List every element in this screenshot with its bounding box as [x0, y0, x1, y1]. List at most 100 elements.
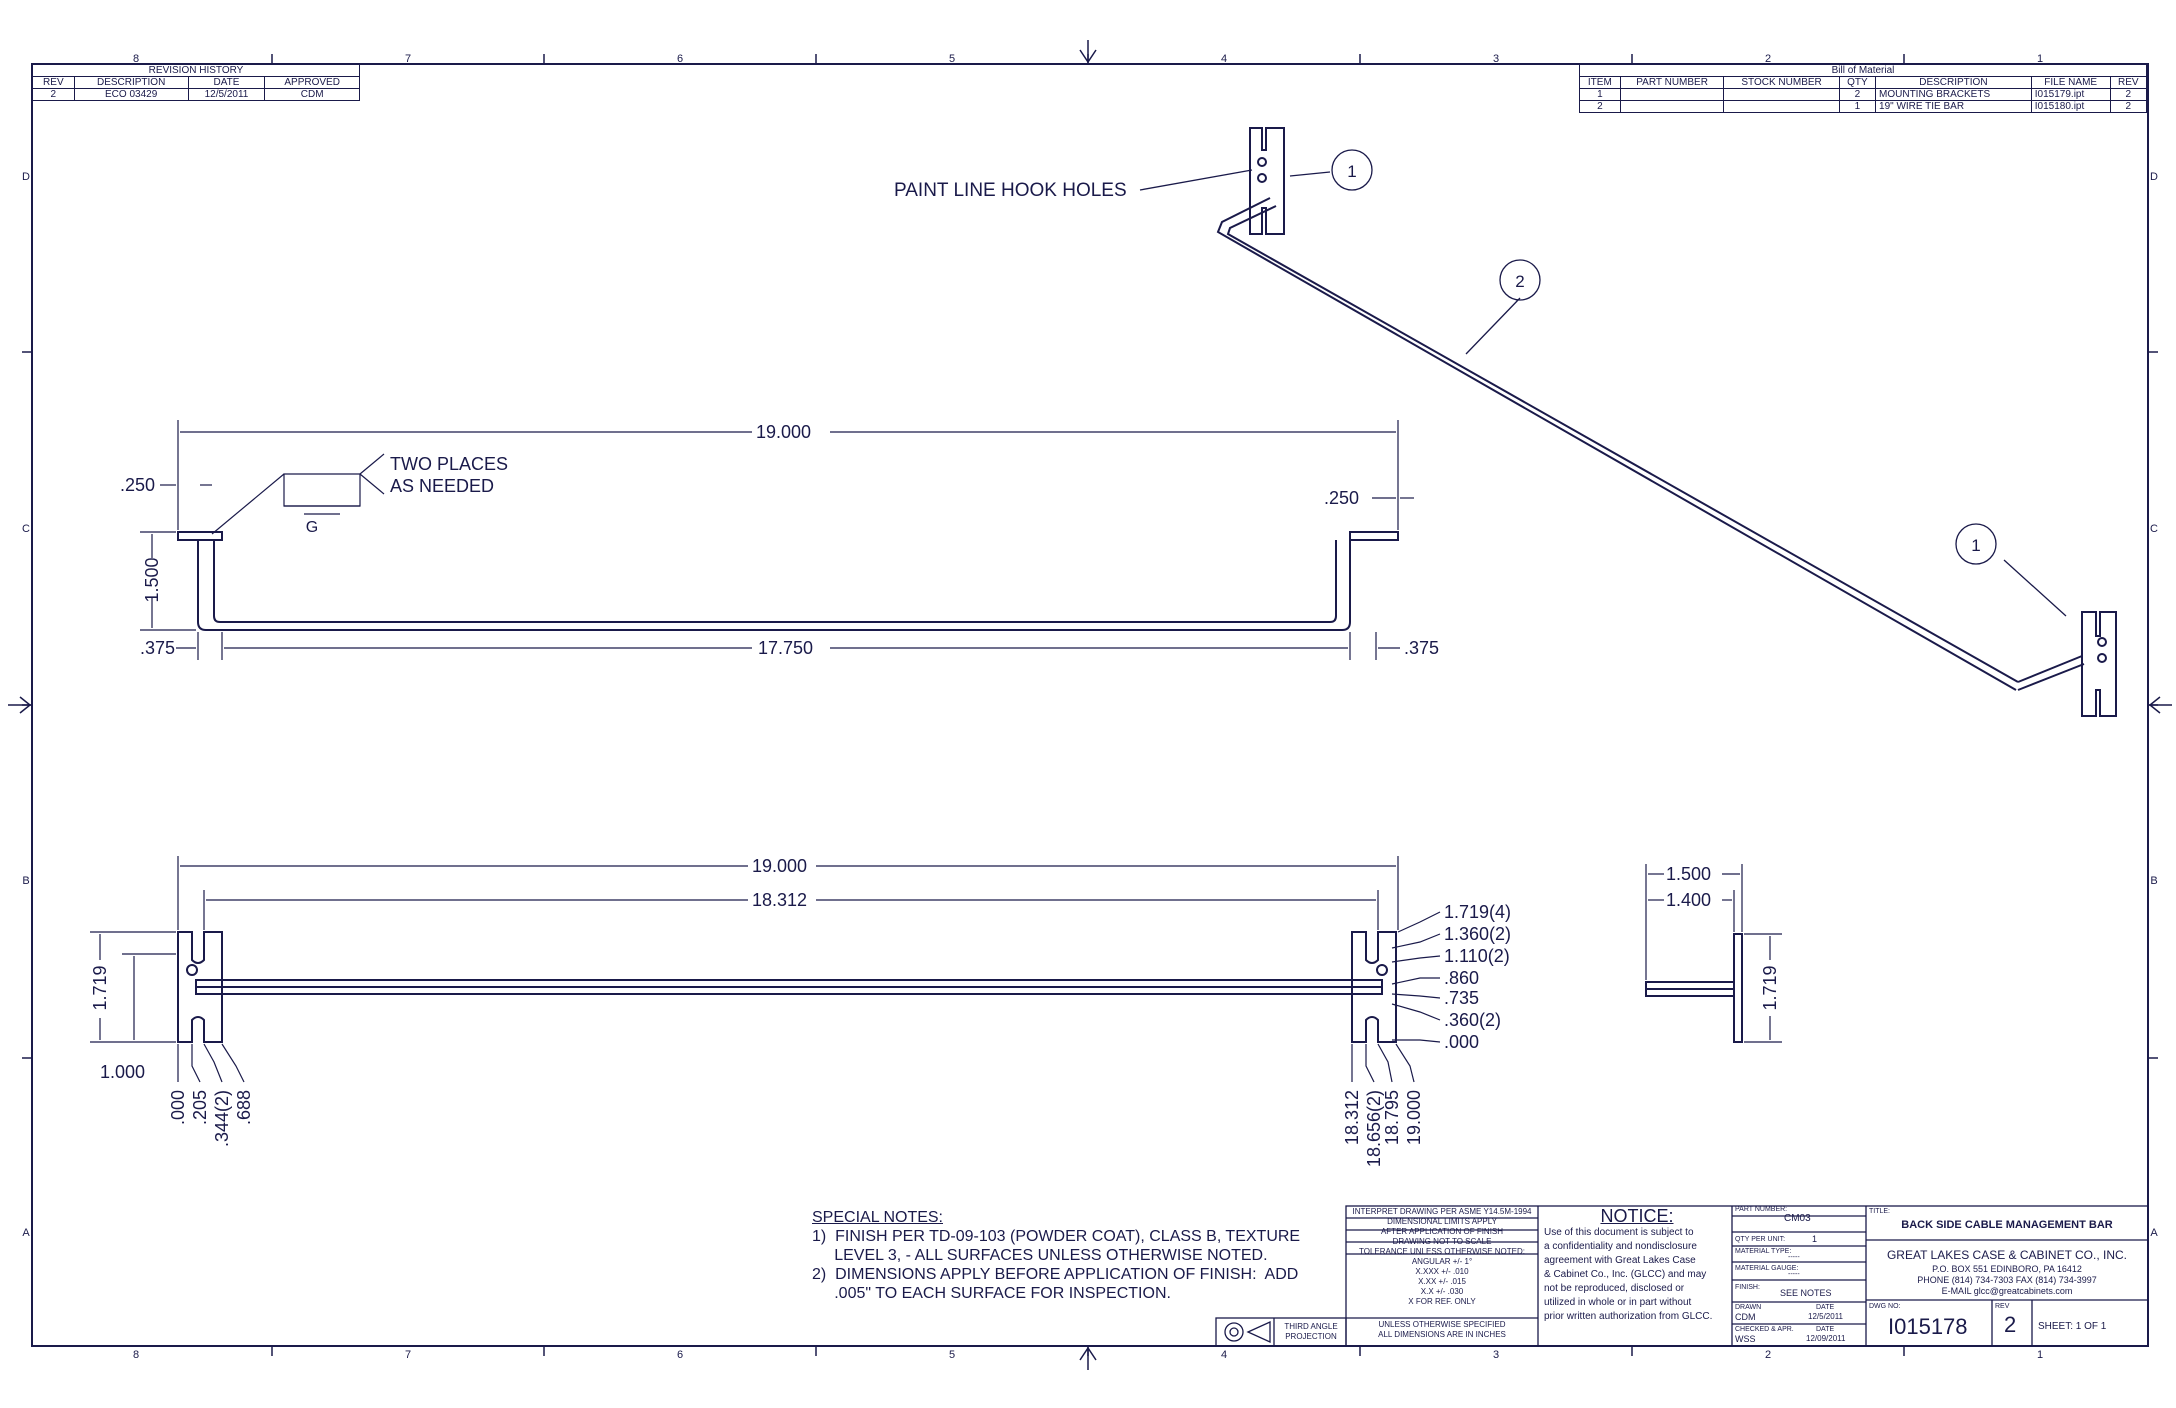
zone-col-1-bottom: 1 — [2037, 1349, 2043, 1361]
top-bottom-right-0: 18.312 — [1342, 1090, 1362, 1145]
top-right-dim-6: .000 — [1444, 1032, 1479, 1052]
top-inner-dim: 18.312 — [752, 890, 807, 910]
zone-row-c: C — [22, 523, 30, 535]
special-note-line: .005" TO EACH SURFACE FOR INSPECTION. — [812, 1285, 1171, 1302]
top-right-dim-0: 1.719(4) — [1444, 902, 1511, 922]
bom-cell: I015179.ipt — [2030, 88, 2111, 101]
tb-tolerance-3: X.XX +/- .015 — [1418, 1277, 1466, 1286]
tb-tolerance-2: X.XXX +/- .010 — [1415, 1267, 1469, 1276]
tb-not-to-scale: DRAWING NOT TO SCALE — [1392, 1237, 1492, 1246]
drawing-rev: 2 — [2004, 1312, 2017, 1337]
side-view-dimensions — [1645, 864, 1782, 1043]
checked-date-label: DATE — [1816, 1326, 1835, 1333]
top-bottom-right-1: 18.656(2) — [1364, 1090, 1384, 1167]
material-gauge-label: MATERIAL GAUGE: — [1735, 1265, 1799, 1272]
tb-units-1: UNLESS OTHERWISE SPECIFIED — [1378, 1320, 1506, 1329]
projection-block: THIRD ANGLE PROJECTION — [1276, 1322, 1346, 1342]
zone-col-3: 3 — [1493, 53, 1499, 65]
zone-col-3-bottom: 3 — [1493, 1349, 1499, 1361]
checked-label: CHECKED & APR. — [1735, 1326, 1794, 1333]
zone-col-5: 5 — [949, 53, 955, 65]
notice-line: agreement with Great Lakes Case — [1544, 1255, 1696, 1266]
zone-row-a-right: A — [2150, 1227, 2158, 1239]
notice-block: NOTICE: Use of this document is subject … — [1544, 1206, 1730, 1324]
material-type-value: ----- — [1788, 1254, 1800, 1261]
drawn-label: DRAWN — [1735, 1304, 1762, 1311]
iso-bracket-top — [1249, 127, 1285, 235]
bom-cell — [1619, 100, 1725, 113]
top-view-labels: 19.000 18.312 1.719 1.000 .000 .205 .344… — [90, 856, 1511, 1167]
revision-history-table: REVISION HISTORY REV DESCRIPTION DATE AP… — [32, 64, 360, 101]
notice-line: prior written authorization from GLCC. — [1544, 1311, 1713, 1322]
tb-tolerance-5: X FOR REF. ONLY — [1408, 1297, 1476, 1306]
bom-col-rev: REV — [2109, 76, 2148, 89]
front-flange-left-dim: .250 — [120, 475, 155, 495]
zone-row-d: D — [22, 171, 30, 183]
zone-row-c-right: C — [2150, 523, 2158, 535]
revision-history-title: REVISION HISTORY — [32, 64, 360, 77]
rev-cell: CDM — [264, 88, 360, 101]
notice-line: & Cabinet Co., Inc. (GLCC) and may — [1544, 1269, 1707, 1280]
balloon-1-top: 1 — [1347, 162, 1356, 181]
two-places-line-2: AS NEEDED — [390, 476, 494, 496]
top-right-dim-3: .860 — [1444, 968, 1479, 988]
part-number-label: PART NUMBER: — [1735, 1206, 1788, 1213]
zone-row-d-right: D — [2150, 171, 2158, 183]
notice-heading: NOTICE: — [1600, 1206, 1674, 1226]
drawing-title: BACK SIDE CABLE MANAGEMENT BAR — [1901, 1219, 2113, 1231]
notice-line: not be reproduced, disclosed or — [1544, 1283, 1685, 1294]
front-flange-right-dim: .250 — [1324, 488, 1359, 508]
top-bottom-left-1: .205 — [190, 1090, 210, 1125]
balloon-2: 2 — [1515, 272, 1524, 291]
bom-col-part-number: PART NUMBER — [1619, 76, 1725, 89]
zone-col-1: 1 — [2037, 53, 2043, 65]
zone-col-2: 2 — [1765, 53, 1771, 65]
company-phone: PHONE (814) 734-7303 FAX (814) 734-3997 — [1917, 1275, 2097, 1285]
company-email: E-MAIL glcc@greatcabinets.com — [1941, 1286, 2073, 1296]
zone-col-7: 7 — [405, 53, 411, 65]
top-bottom-left-0: .000 — [168, 1090, 188, 1125]
rev-col-description: DESCRIPTION — [73, 76, 189, 89]
top-bottom-right-3: 19.000 — [1404, 1090, 1424, 1145]
drawing-number: I015178 — [1888, 1314, 1968, 1339]
zone-ticks — [22, 54, 2158, 1356]
dwg-no-label: DWG NO: — [1869, 1303, 1901, 1310]
rev-col-date: DATE — [187, 76, 266, 89]
table-row: 2 1 19" WIRE TIE BAR I015180.ipt 2 — [1579, 100, 2148, 113]
notice-line: utilized in whole or in part without — [1544, 1297, 1692, 1308]
tb-interp-3: AFTER APPLICATION OF FINISH — [1380, 1227, 1504, 1236]
zone-row-a: A — [22, 1227, 30, 1239]
inner-border — [31, 63, 2149, 1347]
bom-cell: 19" WIRE TIE BAR — [1875, 100, 2032, 113]
front-offset-right-dim: .375 — [1404, 638, 1439, 658]
bom-cell: 1 — [1579, 88, 1621, 101]
company-name: GREAT LAKES CASE & CABINET CO., INC. — [1886, 1248, 2128, 1262]
top-overall-dim: 19.000 — [752, 856, 807, 876]
bom-cell — [1723, 100, 1840, 113]
front-overall-dim: 19.000 — [756, 422, 811, 442]
sheet-number: SHEET: 1 OF 1 — [2038, 1321, 2107, 1332]
bom-col-file-name: FILE NAME — [2030, 76, 2111, 89]
top-right-dim-4: .735 — [1444, 988, 1479, 1008]
notice-line: Use of this document is subject to — [1544, 1227, 1694, 1238]
side-view-labels: 1.500 1.400 1.719 — [1666, 864, 1780, 1011]
tb-tolerance-4: X.X +/- .030 — [1420, 1287, 1464, 1296]
top-view-dimensions — [90, 856, 1441, 1083]
special-note-line: 2) DIMENSIONS APPLY BEFORE APPLICATION O… — [812, 1266, 1299, 1283]
top-right-dim-5: .360(2) — [1444, 1010, 1501, 1030]
bom-col-stock-number: STOCK NUMBER — [1723, 76, 1840, 89]
rev-cell: ECO 03429 — [73, 88, 189, 101]
notice-line: a confidentiality and nondisclosure — [1544, 1241, 1697, 1252]
finish-label: FINISH: — [1735, 1284, 1760, 1291]
rev-cell: 12/5/2011 — [187, 88, 266, 101]
bom-col-item: ITEM — [1579, 76, 1621, 89]
zone-col-5-bottom: 5 — [949, 1349, 955, 1361]
zone-row-b-right: B — [2150, 875, 2157, 887]
material-gauge-value: ----- — [1788, 1271, 1800, 1278]
front-view — [177, 531, 1399, 631]
title-block-frame — [1215, 1205, 2149, 1347]
tb-interp-1: INTERPRET DRAWING PER ASME Y14.5M-1994 — [1352, 1207, 1532, 1216]
top-bracket-height-dim: 1.719 — [90, 965, 110, 1010]
top-bottom-right-2: 18.795 — [1382, 1090, 1402, 1145]
